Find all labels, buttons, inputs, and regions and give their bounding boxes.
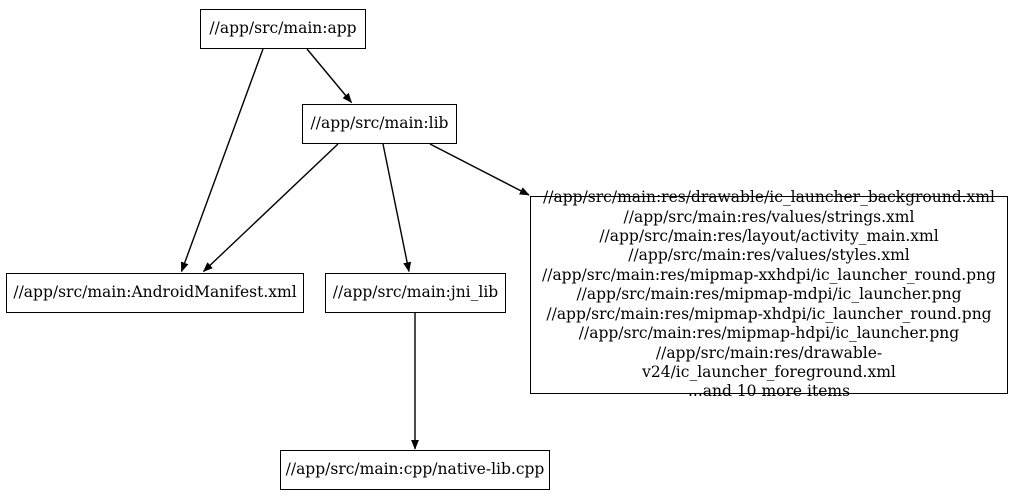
edge-app-to-lib	[306, 48, 353, 104]
graph-node-jni-lib[interactable]: //app/src/main:jni_lib	[325, 273, 506, 313]
graph-node-label-line: ...and 10 more items	[687, 382, 851, 401]
graph-node-res-bundle-label: //app/src/main:res/drawable/ic_launcher_…	[537, 188, 1001, 401]
graph-node-lib-label: //app/src/main:lib	[310, 114, 449, 133]
graph-node-app-label: //app/src/main:app	[209, 19, 357, 38]
graph-node-label-line: //app/src/main:res/mipmap-mdpi/ic_launch…	[576, 285, 962, 304]
graph-node-label-line: //app/src/main:res/mipmap-xhdpi/ic_launc…	[546, 304, 992, 323]
graph-node-jni-lib-label: //app/src/main:jni_lib	[332, 283, 499, 302]
graph-node-native-lib-cpp[interactable]: //app/src/main:cpp/native-lib.cpp	[280, 450, 550, 490]
graph-node-label-line: //app/src/main:res/mipmap-hdpi/ic_launch…	[578, 324, 960, 343]
graph-node-label-line: //app/src/main:res/drawable/ic_launcher_…	[543, 188, 995, 207]
graph-node-label-line: //app/src/main:res/layout/activity_main.…	[599, 227, 939, 246]
graph-node-res-bundle[interactable]: //app/src/main:res/drawable/ic_launcher_…	[530, 188, 1008, 400]
graph-node-native-lib-cpp-label: //app/src/main:cpp/native-lib.cpp	[285, 460, 545, 479]
edge-app-to-android-manifest	[180, 48, 264, 273]
edge-lib-to-res-bundle	[429, 143, 530, 196]
graph-node-lib[interactable]: //app/src/main:lib	[302, 104, 457, 144]
graph-node-android-manifest-label: //app/src/main:AndroidManifest.xml	[13, 283, 297, 302]
graph-node-label-line: //app/src/main:res/mipmap-xxhdpi/ic_laun…	[542, 265, 996, 284]
graph-node-label-line: //app/src/main:res/values/styles.xml	[628, 246, 910, 265]
edge-lib-to-jni-lib	[382, 143, 412, 273]
edge-lib-to-android-manifest	[202, 143, 339, 273]
graph-node-label-line: //app/src/main:res/values/strings.xml	[623, 207, 915, 226]
graph-node-app[interactable]: //app/src/main:app	[200, 9, 366, 49]
graph-node-android-manifest[interactable]: //app/src/main:AndroidManifest.xml	[6, 273, 304, 313]
graph-node-label-line: //app/src/main:res/drawable-v24/ic_launc…	[642, 343, 896, 381]
